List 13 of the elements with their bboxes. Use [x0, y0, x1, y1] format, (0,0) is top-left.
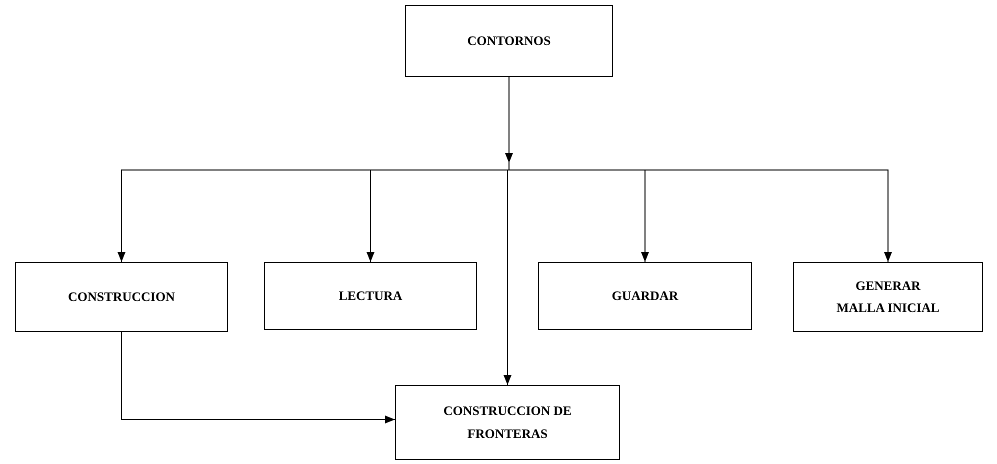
process-box — [538, 262, 752, 330]
box-label: CONSTRUCCION DE FRONTERAS — [442, 402, 573, 442]
box-label: GUARDAR — [612, 286, 678, 305]
process-box — [405, 5, 613, 77]
box-label: CONSTRUCCION — [68, 288, 175, 306]
process-box — [793, 262, 983, 332]
box-label: LECTURA — [338, 286, 402, 305]
box-label: CONTORNOS — [467, 32, 551, 50]
process-box — [395, 385, 620, 460]
box-label: GENERAR MALLA INICIAL — [836, 276, 940, 317]
arrow — [121, 332, 396, 424]
process-box — [264, 262, 477, 330]
process-box — [15, 262, 228, 332]
